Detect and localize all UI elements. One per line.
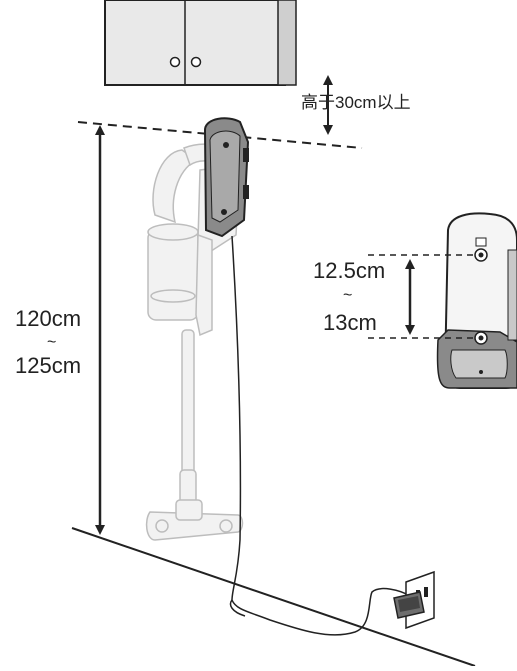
screw-spacing-top-label: 12.5cm — [313, 258, 385, 283]
clearance-label: 高于30cm以上 — [301, 93, 411, 112]
screw-spacing-bottom-label: 13cm — [323, 310, 377, 335]
charger-cable — [232, 236, 410, 635]
mount-height-bottom-label: 125cm — [15, 353, 81, 378]
wall-cabinet-icon — [105, 0, 296, 85]
mount-height-tilde: ~ — [47, 334, 56, 351]
mount-height-top-label: 120cm — [15, 306, 81, 331]
bracket-detail-icon — [438, 213, 517, 388]
screw-spacing-tilde: ~ — [343, 287, 352, 304]
wall-bracket-icon — [205, 118, 249, 236]
